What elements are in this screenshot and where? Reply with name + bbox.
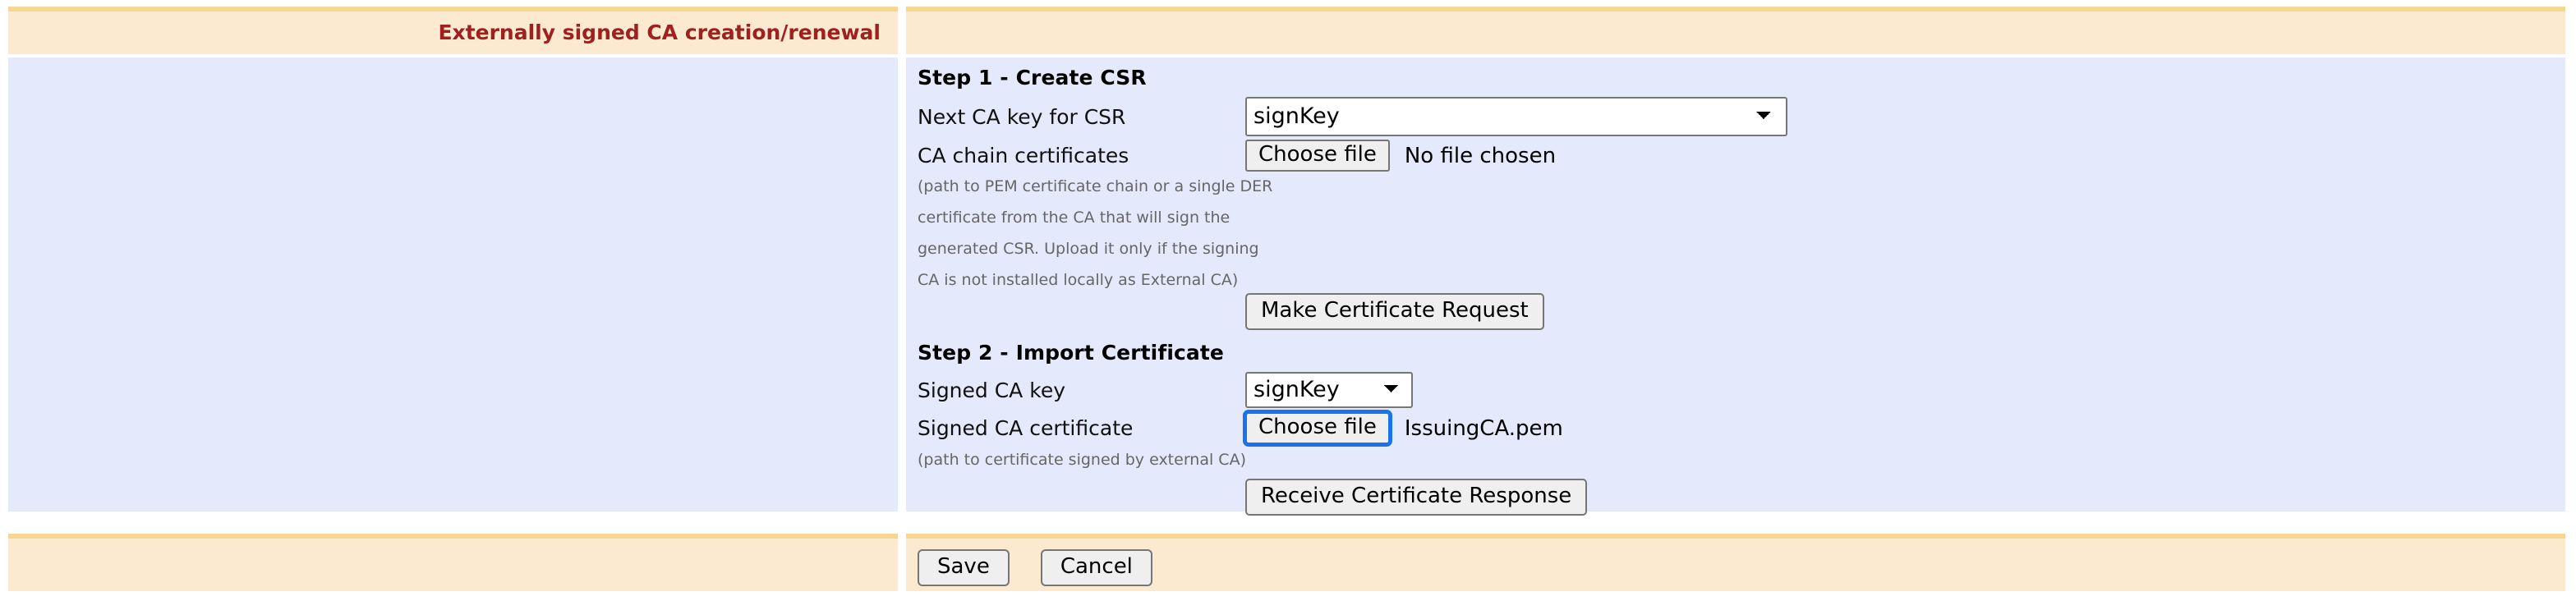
signed-ca-key-row: Signed CA key signKey [918, 372, 2232, 408]
ca-chain-file-status: No file chosen [1404, 143, 1557, 168]
ca-chain-filepicker[interactable]: Choose file No file chosen [1245, 140, 2232, 172]
footer-left-spacer-cell [8, 534, 898, 591]
save-button[interactable]: Save [918, 549, 1010, 587]
footer-row: Save Cancel [8, 534, 2565, 591]
make-certificate-request-wrap: Make Certificate Request [1245, 293, 1544, 331]
ca-chain-label: CA chain certificates [918, 144, 1129, 168]
cancel-button[interactable]: Cancel [1040, 549, 1152, 587]
page-title: Externally signed CA creation/renewal [438, 21, 881, 44]
header-row: Externally signed CA creation/renewal [8, 7, 2565, 54]
footer-gutter [898, 534, 906, 591]
ca-chain-hint-line-1: (path to PEM certificate chain or a sing… [918, 177, 1273, 195]
signed-ca-cert-label: Signed CA certificate [918, 416, 1134, 441]
body-row: Step 1 - Create CSR Next CA key for CSR … [8, 57, 2565, 516]
ca-chain-hint-line-3: generated CSR. Upload it only if the sig… [918, 240, 1259, 258]
form-area: Step 1 - Create CSR Next CA key for CSR … [906, 57, 2565, 523]
step2-heading: Step 2 - Import Certificate [918, 341, 1224, 365]
next-ca-key-control: signKey [1245, 97, 2232, 136]
header-title-cell: Externally signed CA creation/renewal [8, 7, 898, 54]
header-gutter [898, 7, 906, 54]
signed-ca-cert-hint: (path to certificate signed by external … [918, 451, 1246, 469]
signed-ca-cert-filepicker[interactable]: Choose file IssuingCA.pem [1245, 412, 2232, 445]
body-gutter [898, 57, 906, 512]
ca-chain-choose-file-button[interactable]: Choose file [1245, 140, 1390, 172]
signed-ca-key-control: signKey [1245, 372, 2232, 408]
ca-chain-hint-line-2: certificate from the CA that will sign t… [918, 209, 1230, 227]
ca-chain-row: CA chain certificates Choose file No fil… [918, 140, 2232, 172]
body-left-spacer-cell [8, 57, 898, 512]
next-ca-key-row: Next CA key for CSR signKey [918, 97, 2232, 136]
step1-heading: Step 1 - Create CSR [918, 66, 1147, 89]
header-spacer-cell [906, 7, 2565, 54]
next-ca-key-select[interactable]: signKey [1245, 97, 1787, 136]
ca-chain-hint-line-4: CA is not installed locally as External … [918, 271, 1239, 289]
receive-certificate-response-wrap: Receive Certificate Response [1245, 479, 1588, 516]
signed-ca-cert-row: Signed CA certificate Choose file Issuin… [918, 412, 2232, 445]
next-ca-key-label: Next CA key for CSR [918, 104, 1126, 129]
signed-ca-cert-file-status: IssuingCA.pem [1404, 415, 1563, 441]
form-cell: Step 1 - Create CSR Next CA key for CSR … [906, 57, 2565, 516]
signed-ca-key-select[interactable]: signKey [1245, 372, 1413, 408]
make-certificate-request-button[interactable]: Make Certificate Request [1245, 293, 1544, 331]
footer-actions: Save Cancel [906, 539, 2565, 587]
receive-certificate-response-button[interactable]: Receive Certificate Response [1245, 479, 1588, 516]
footer-actions-cell: Save Cancel [906, 534, 2565, 591]
signed-ca-key-label: Signed CA key [918, 378, 1065, 402]
signed-ca-cert-choose-file-button[interactable]: Choose file [1245, 412, 1390, 445]
